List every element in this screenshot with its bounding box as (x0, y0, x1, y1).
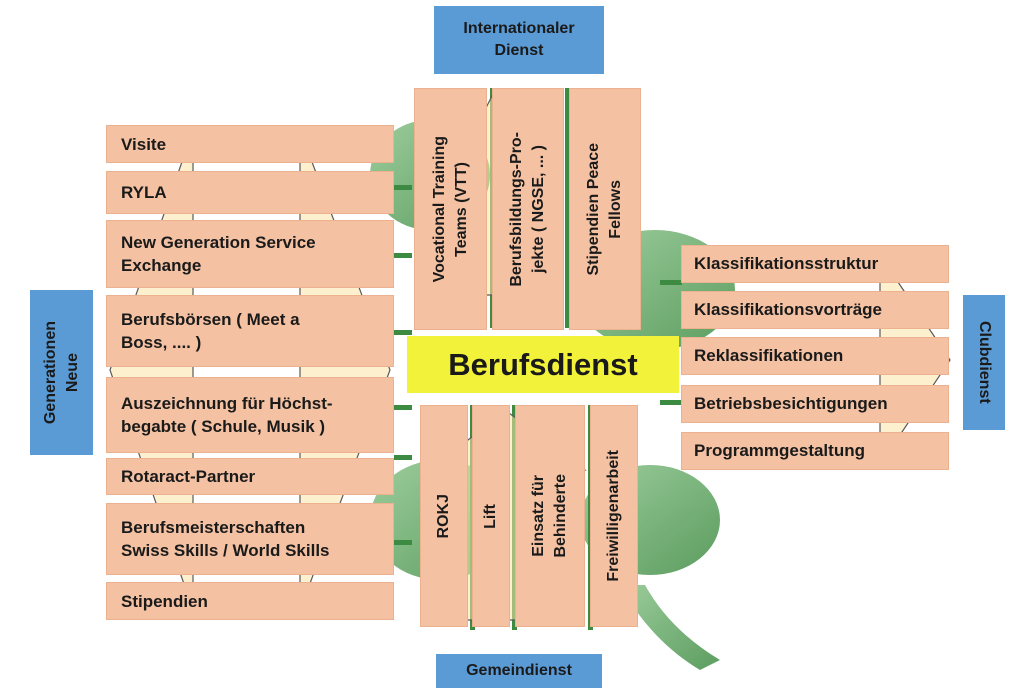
category-new-generations: Neue Generationen (30, 290, 93, 455)
top-item-stipendien-peace: Stipendien Peace Fellows (569, 88, 641, 330)
top-item-3-line-1: Stipendien Peace (585, 142, 602, 276)
category-bottom-label: Gemeindienst (466, 662, 572, 679)
top-item-1-line-2: Teams (VTT) (452, 161, 470, 257)
bottom-item-3-line-2: Behinderte (552, 474, 569, 558)
category-left-line-2: Generationen (41, 320, 59, 425)
top-item-2-line-1: Berufsbildungs-Pro- (508, 131, 525, 287)
left-item-ryla: RYLA (106, 171, 394, 214)
left-item-berufsboersen: Berufsbörsen ( Meet a Boss, .... ) (106, 295, 394, 367)
right-item-3-label: Reklassifikationen (694, 346, 844, 365)
left-item-4-line-2: Boss, .... ) (121, 333, 202, 352)
left-item-5-line-1: Auszeichnung für Höchst- (121, 394, 333, 413)
left-item-rotaract: Rotaract-Partner (106, 458, 394, 495)
left-item-4-line-1: Berufsbörsen ( Meet a (121, 310, 300, 329)
left-item-7-line-1: Berufsmeisterschaften (121, 518, 306, 537)
left-item-5-line-2: begabte ( Schule, Musik ) (121, 417, 326, 436)
left-item-auszeichnung: Auszeichnung für Höchst-begabte ( Schule… (106, 377, 394, 453)
category-left-line-1: Neue (63, 352, 81, 393)
right-item-programmgestaltung: Programmgestaltung (681, 432, 949, 470)
bottom-item-1-line-1: ROKJ (435, 493, 452, 539)
left-item-2-line-1: RYLA (121, 183, 167, 202)
center-title: Berufsdienst (448, 346, 638, 382)
category-right-label: Clubdienst (976, 321, 993, 404)
top-item-3-line-2: Fellows (607, 179, 624, 239)
right-item-betriebsbesichtigungen: Betriebsbesichtigungen (681, 385, 949, 423)
right-item-4-label: Betriebsbesichtigungen (694, 394, 888, 413)
left-item-visite: Visite (106, 125, 394, 163)
left-item-3-line-1: New Generation Service (121, 233, 316, 252)
right-item-reklassifikationen: Reklassifikationen (681, 337, 949, 375)
bottom-item-4-line-1: Freiwilligenarbeit (605, 450, 622, 582)
category-top-line-2: Dienst (494, 42, 544, 59)
right-item-klassifikationsvortraege: Klassifikationsvorträge (681, 291, 949, 329)
bottom-item-3-line-1: Einsatz für (530, 475, 547, 557)
bottom-item-freiwilligenarbeit: Freiwilligenarbeit (590, 405, 638, 627)
category-club-service: Clubdienst (963, 295, 1005, 430)
right-item-klassifikationsstruktur: Klassifikationsstruktur (681, 245, 949, 283)
top-item-2-line-2: jekte ( NGSE, ... ) (530, 144, 547, 274)
right-item-2-label: Klassifikationsvorträge (694, 300, 883, 319)
right-item-5-label: Programmgestaltung (694, 441, 865, 460)
left-item-3-line-2: Exchange (121, 256, 202, 275)
right-item-1-label: Klassifikationsstruktur (694, 254, 879, 273)
bottom-item-lift: Lift (472, 405, 510, 627)
left-item-1-line-1: Visite (121, 134, 167, 154)
left-item-7-line-2: Swiss Skills / World Skills (121, 541, 330, 560)
left-item-8-line-1: Stipendien (121, 591, 208, 611)
center-label: Berufsdienst (407, 336, 679, 393)
top-item-vtt: Vocational Training Teams (VTT) (414, 88, 487, 330)
category-top-line-1: Internationaler (463, 20, 575, 37)
left-item-stipendien: Stipendien (106, 582, 394, 620)
bottom-item-2-line-1: Lift (482, 503, 499, 529)
bottom-item-einsatz: Einsatz für Behinderte (515, 405, 585, 627)
left-item-6-line-1: Rotaract-Partner (121, 467, 256, 486)
bottom-item-rokj: ROKJ (420, 405, 468, 627)
category-community-service: Gemeindienst (436, 654, 602, 688)
top-item-1-line-1: Vocational Training (430, 135, 448, 283)
top-item-berufsbildungsprojekte: Berufsbildungs-Pro- jekte ( NGSE, ... ) (492, 88, 564, 330)
